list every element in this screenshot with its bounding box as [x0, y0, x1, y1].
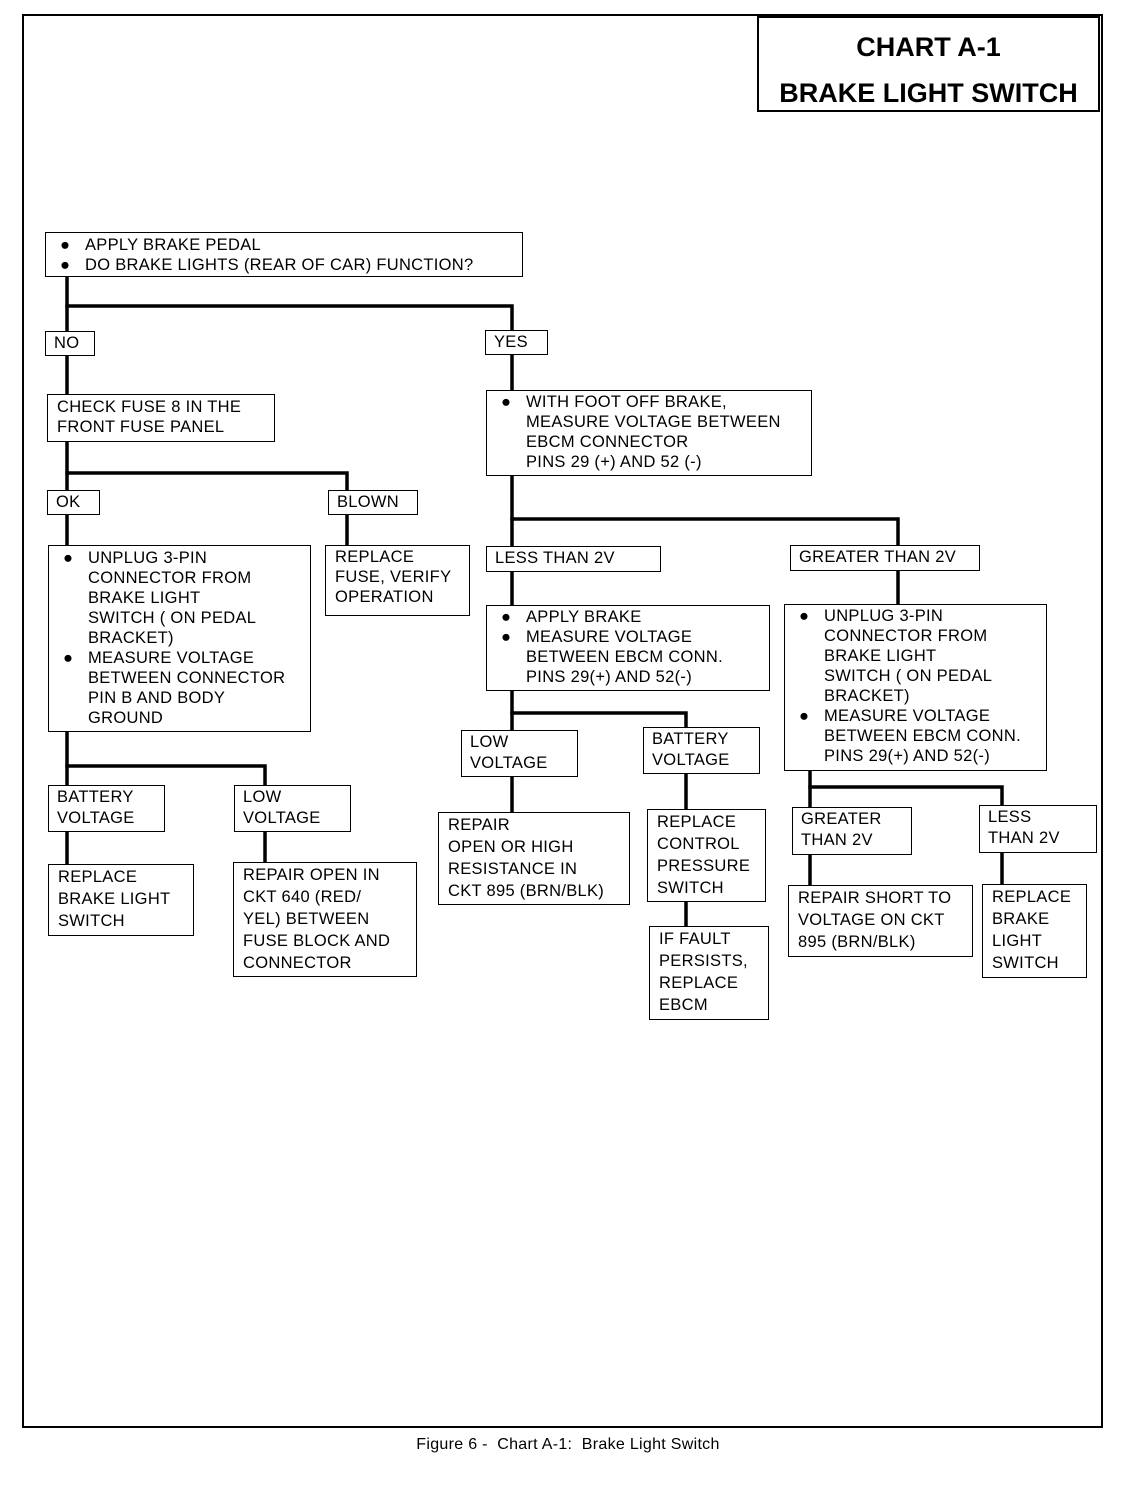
repair-open-high-box: REPAIR OPEN OR HIGH RESISTANCE IN CKT 89…: [438, 812, 630, 905]
replace-switch-right-box: REPLACE BRAKE LIGHT SWITCH: [982, 884, 1087, 978]
start-step-2: ●DO BRAKE LIGHTS (REAR OF CAR) FUNCTION?: [60, 256, 474, 274]
greater-than-2v-label: GREATER THAN 2V: [790, 545, 980, 571]
greater-than-2v-right-label: GREATER THAN 2V: [792, 807, 912, 855]
start-box: ●APPLY BRAKE PEDAL ●DO BRAKE LIGHTS (REA…: [45, 232, 523, 277]
low-voltage-mid-label: LOW VOLTAGE: [461, 730, 578, 777]
foot-off-step: ● WITH FOOT OFF BRAKE, MEASURE VOLTAGE B…: [501, 393, 781, 471]
chart-title: CHART A-1: [856, 32, 1001, 62]
replace-pressure-switch-box: REPLACE CONTROL PRESSURE SWITCH: [647, 809, 766, 902]
unplug-right-step-1: ● UNPLUG 3-PIN CONNECTOR FROM BRAKE LIGH…: [799, 607, 993, 705]
battery-voltage-left-label: BATTERY VOLTAGE: [48, 785, 165, 832]
foot-off-brake-box: ● WITH FOOT OFF BRAKE, MEASURE VOLTAGE B…: [486, 390, 812, 476]
start-step-1: ●APPLY BRAKE PEDAL: [60, 236, 261, 254]
battery-voltage-mid-label: BATTERY VOLTAGE: [643, 727, 760, 774]
apply-brake-step-2: ● MEASURE VOLTAGE BETWEEN EBCM CONN. PIN…: [501, 628, 723, 686]
replace-switch-left-box: REPLACE BRAKE LIGHT SWITCH: [48, 864, 194, 936]
no-label: NO: [45, 331, 95, 356]
unplug-connector-right-box: ● UNPLUG 3-PIN CONNECTOR FROM BRAKE LIGH…: [784, 604, 1047, 771]
chart-title-box: CHART A-1 BRAKE LIGHT SWITCH: [757, 16, 1100, 112]
replace-fuse-box: REPLACE FUSE, VERIFY OPERATION: [325, 545, 470, 616]
less-than-2v-right-label: LESS THAN 2V: [979, 805, 1097, 853]
low-voltage-left-label: LOW VOLTAGE: [234, 785, 351, 832]
page-frame: [22, 14, 1103, 1428]
check-fuse-box: CHECK FUSE 8 IN THE FRONT FUSE PANEL: [47, 394, 275, 442]
apply-brake-step-1: ● APPLY BRAKE: [501, 608, 642, 626]
if-fault-box: IF FAULT PERSISTS, REPLACE EBCM: [649, 926, 769, 1020]
apply-brake-box: ● APPLY BRAKE ● MEASURE VOLTAGE BETWEEN …: [486, 605, 770, 691]
figure-caption: Figure 6 - Chart A-1: Brake Light Switch: [416, 1436, 720, 1453]
unplug-connector-left-box: ● UNPLUG 3-PIN CONNECTOR FROM BRAKE LIGH…: [48, 545, 311, 732]
unplug-right-step-2: ● MEASURE VOLTAGE BETWEEN EBCM CONN. PIN…: [799, 707, 1021, 765]
repair-open-box: REPAIR OPEN IN CKT 640 (RED/ YEL) BETWEE…: [233, 862, 417, 977]
chart-subtitle: BRAKE LIGHT SWITCH: [779, 78, 1078, 108]
repair-short-box: REPAIR SHORT TO VOLTAGE ON CKT 895 (BRN/…: [788, 885, 973, 957]
unplug-left-step-1: ● UNPLUG 3-PIN CONNECTOR FROM BRAKE LIGH…: [63, 549, 257, 647]
yes-label: YES: [485, 330, 548, 355]
ok-label: OK: [47, 490, 100, 515]
less-than-2v-label: LESS THAN 2V: [486, 546, 661, 572]
unplug-left-step-2: ● MEASURE VOLTAGE BETWEEN CONNECTOR PIN …: [63, 649, 286, 727]
blown-label: BLOWN: [328, 490, 418, 515]
